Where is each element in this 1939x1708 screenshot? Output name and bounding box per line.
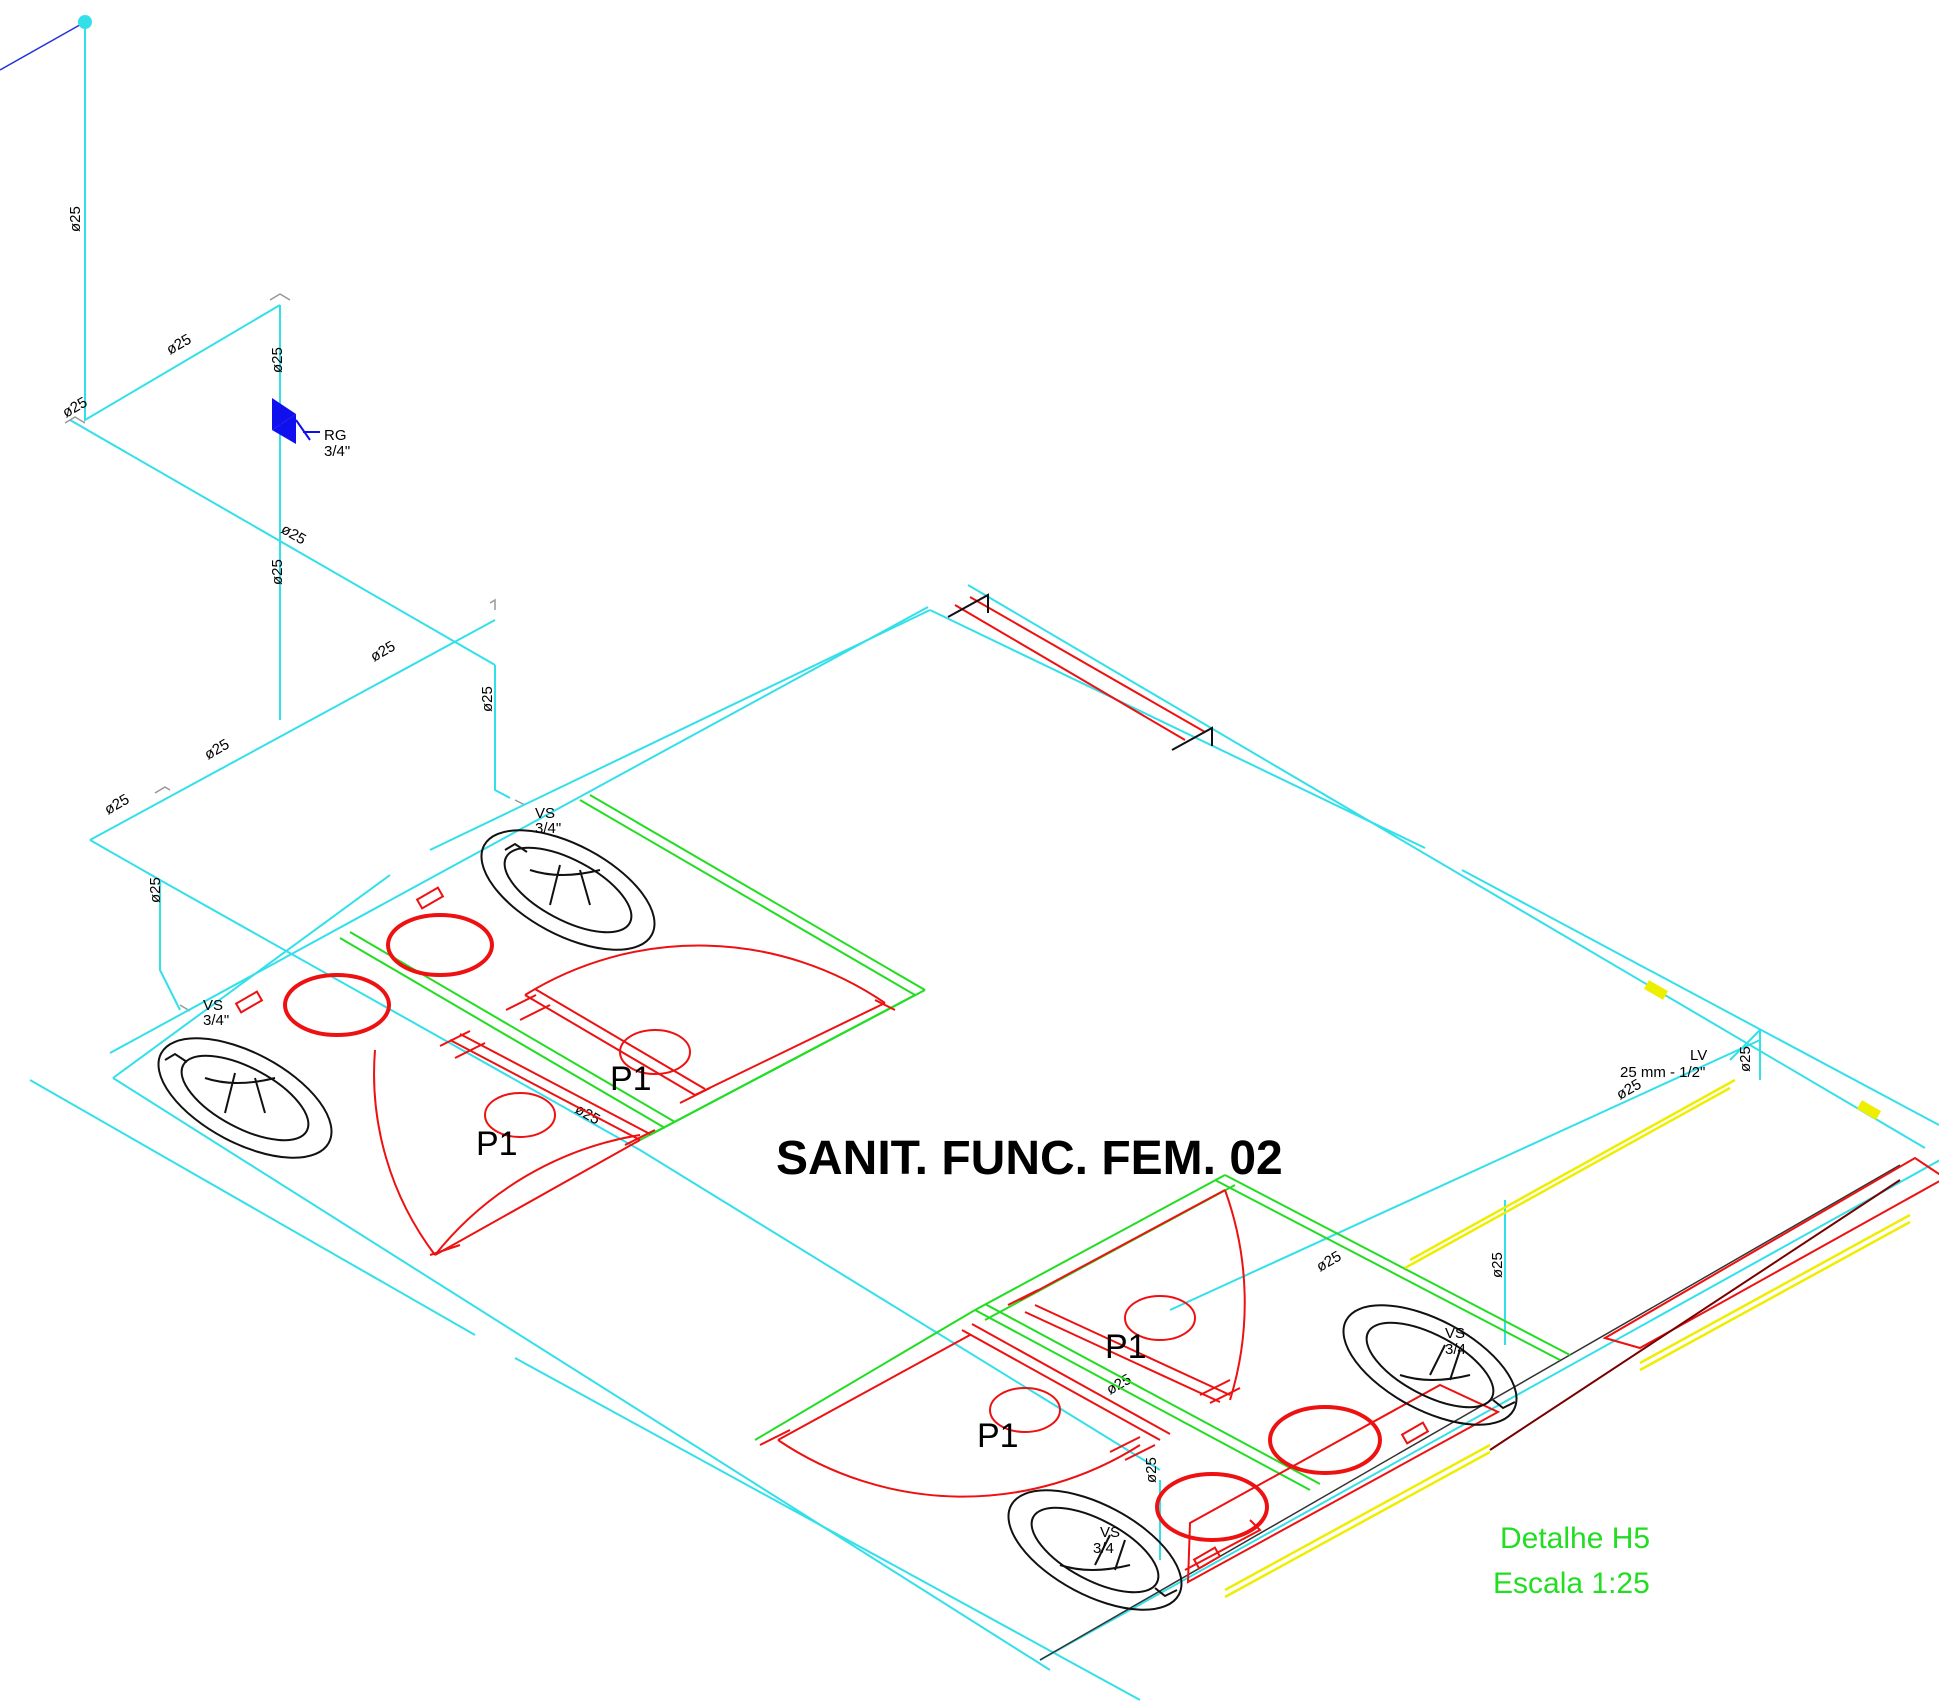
vs-tag: VS bbox=[1100, 1524, 1120, 1541]
pipe-labels: ø25 ø25 ø25 ø25 ø25 ø25 ø25 ø25 ø25 ø25 … bbox=[60, 206, 1755, 1483]
pipe-label: ø25 bbox=[147, 877, 164, 903]
pipe-label: ø25 bbox=[1737, 1046, 1754, 1072]
toilet-icon bbox=[480, 829, 656, 951]
floor-drain-icon bbox=[1155, 1405, 1430, 1570]
pipe-label: ø25 bbox=[102, 791, 133, 819]
detail-scale: Escala 1:25 bbox=[1493, 1567, 1650, 1600]
pipe-label: ø25 bbox=[1489, 1252, 1506, 1278]
pipe-label: ø25 bbox=[1143, 1457, 1160, 1483]
lavatory-counter bbox=[1184, 980, 1939, 1599]
water-supply-piping bbox=[0, 15, 1761, 1560]
door-swing-icon bbox=[505, 944, 896, 1104]
valve-tag: RG bbox=[324, 427, 347, 444]
vs-size: 3/4 bbox=[1093, 1540, 1114, 1557]
door-tag: P1 bbox=[476, 1125, 518, 1163]
lv-size: 25 mm - 1/2" bbox=[1620, 1064, 1705, 1081]
entry-door-frame bbox=[947, 593, 1213, 751]
vs-size: 3/4" bbox=[203, 1012, 229, 1029]
door-tag: P1 bbox=[977, 1417, 1019, 1455]
pipe-label: ø25 bbox=[1314, 1248, 1345, 1276]
room-title: SANIT. FUNC. FEM. 02 bbox=[776, 1132, 1283, 1185]
vs-tag: VS bbox=[535, 805, 555, 822]
door-tag: P1 bbox=[610, 1060, 652, 1098]
pipe-label: ø25 bbox=[164, 331, 195, 359]
vs-size: 3/4 bbox=[1445, 1341, 1466, 1358]
door-swing-icon bbox=[373, 1030, 656, 1256]
pipe-label: ø25 bbox=[269, 347, 286, 373]
gate-valve-icon bbox=[272, 398, 320, 444]
door-swing-icon bbox=[1007, 1189, 1246, 1404]
pipe-label: ø25 bbox=[572, 1101, 603, 1129]
lv-tag: LV bbox=[1690, 1047, 1707, 1064]
vs-tag: VS bbox=[203, 997, 223, 1014]
toilet-icon bbox=[157, 1037, 333, 1159]
room-walls bbox=[29, 584, 1939, 1701]
pipe-label: ø25 bbox=[479, 686, 496, 712]
door-swing-icon bbox=[759, 1323, 1171, 1498]
door-tag: P1 bbox=[1105, 1328, 1147, 1366]
pipe-label: ø25 bbox=[269, 559, 286, 585]
pipe-label: ø25 bbox=[202, 736, 233, 764]
vs-tag: VS bbox=[1445, 1325, 1465, 1342]
toilet-icon bbox=[1342, 1304, 1518, 1426]
left-stall-partitions bbox=[339, 794, 926, 1141]
detail-name: Detalhe H5 bbox=[1500, 1522, 1650, 1555]
toilet-icon bbox=[1007, 1489, 1183, 1611]
pipe-label: ø25 bbox=[67, 206, 84, 232]
vs-size: 3/4" bbox=[535, 820, 561, 837]
pipe-label: ø25 bbox=[278, 521, 309, 549]
floor-drain-icon bbox=[234, 886, 494, 1037]
pipe-label: ø25 bbox=[368, 638, 399, 666]
valve-size: 3/4" bbox=[324, 443, 350, 460]
